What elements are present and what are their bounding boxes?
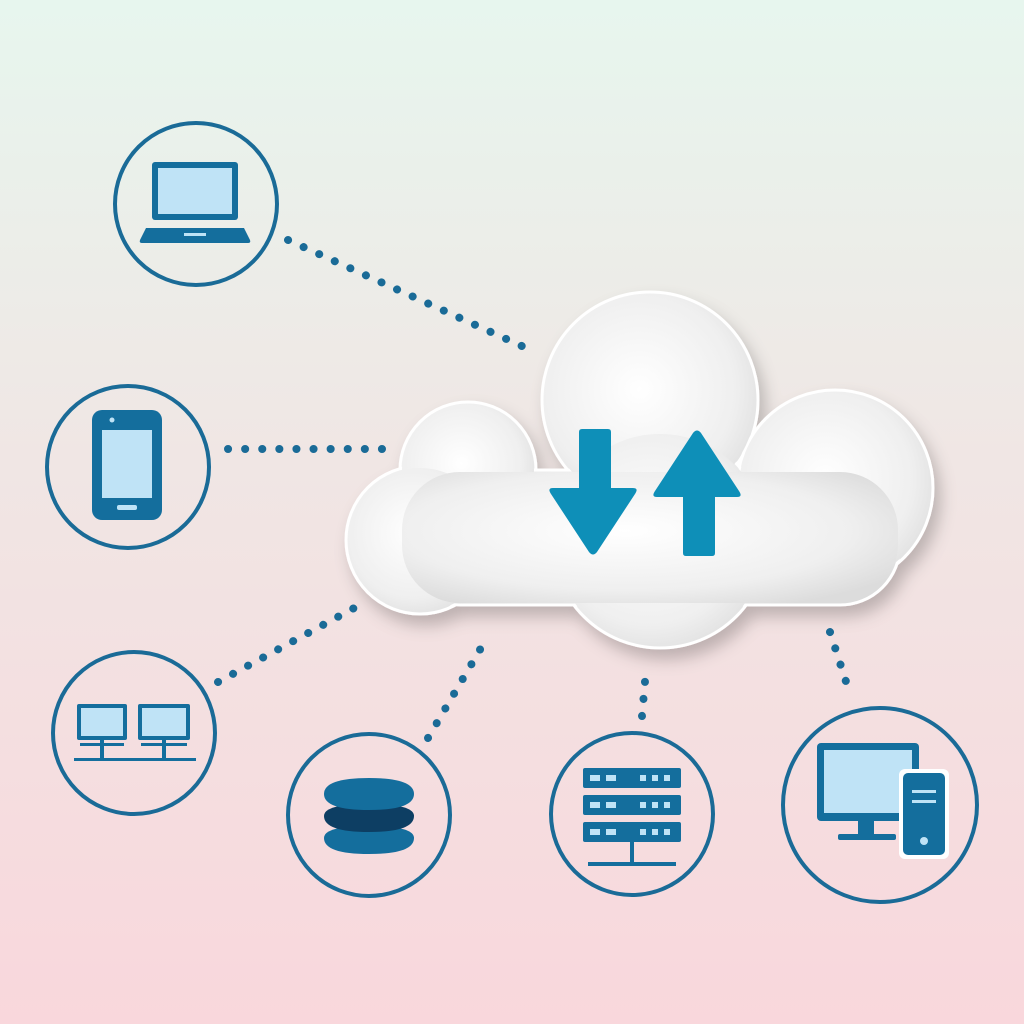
- laptop-node: [113, 121, 279, 287]
- connector-laptop: [284, 236, 539, 356]
- server-rack-icon: [583, 768, 681, 866]
- connectors: [214, 236, 854, 742]
- smartphone-node: [45, 384, 211, 550]
- server-node: [549, 731, 715, 897]
- desktop-computer-icon: [817, 743, 949, 859]
- connector-desktop: [826, 628, 854, 698]
- cloud-sync-icon: [344, 290, 935, 650]
- smartphone-icon: [92, 410, 162, 520]
- arrow-down-icon: [549, 429, 637, 555]
- database-node: [286, 732, 452, 898]
- connector-server: [638, 666, 650, 720]
- desktop-node: [781, 706, 979, 904]
- network-computers-icon: [74, 704, 196, 761]
- connector-network: [214, 603, 360, 686]
- arrow-up-icon: [653, 430, 741, 556]
- database-icon: [324, 778, 414, 854]
- connector-database: [424, 632, 492, 742]
- network-node: [51, 650, 217, 816]
- laptop-icon: [139, 162, 251, 243]
